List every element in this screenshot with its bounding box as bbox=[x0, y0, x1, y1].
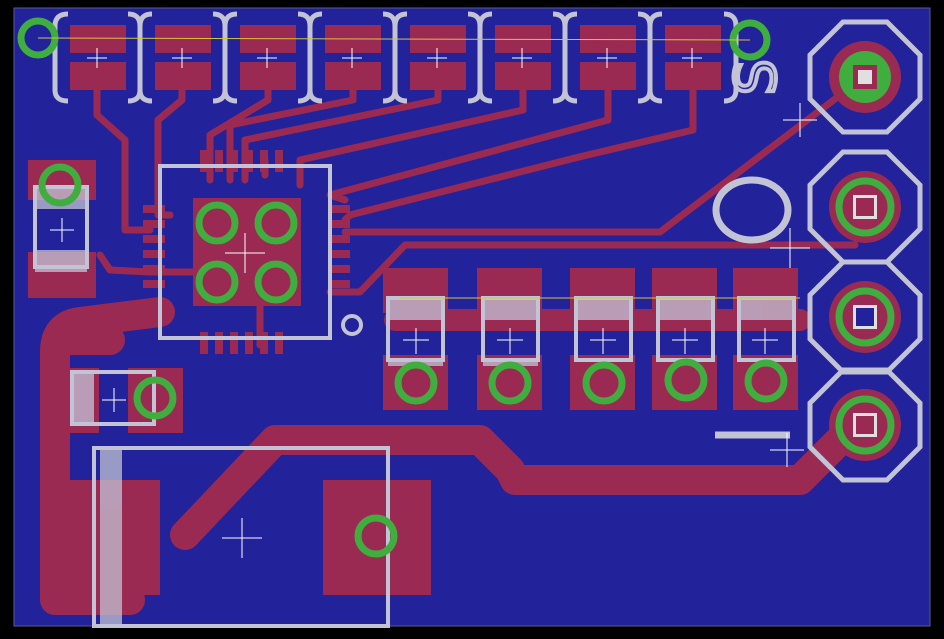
led-row-dividers bbox=[127, 11, 663, 104]
board-outline bbox=[13, 7, 931, 627]
ratsnest-line bbox=[37, 37, 751, 41]
origin-marks bbox=[50, 48, 817, 558]
signal-label: S bbox=[724, 59, 789, 95]
header-drills bbox=[835, 51, 895, 455]
